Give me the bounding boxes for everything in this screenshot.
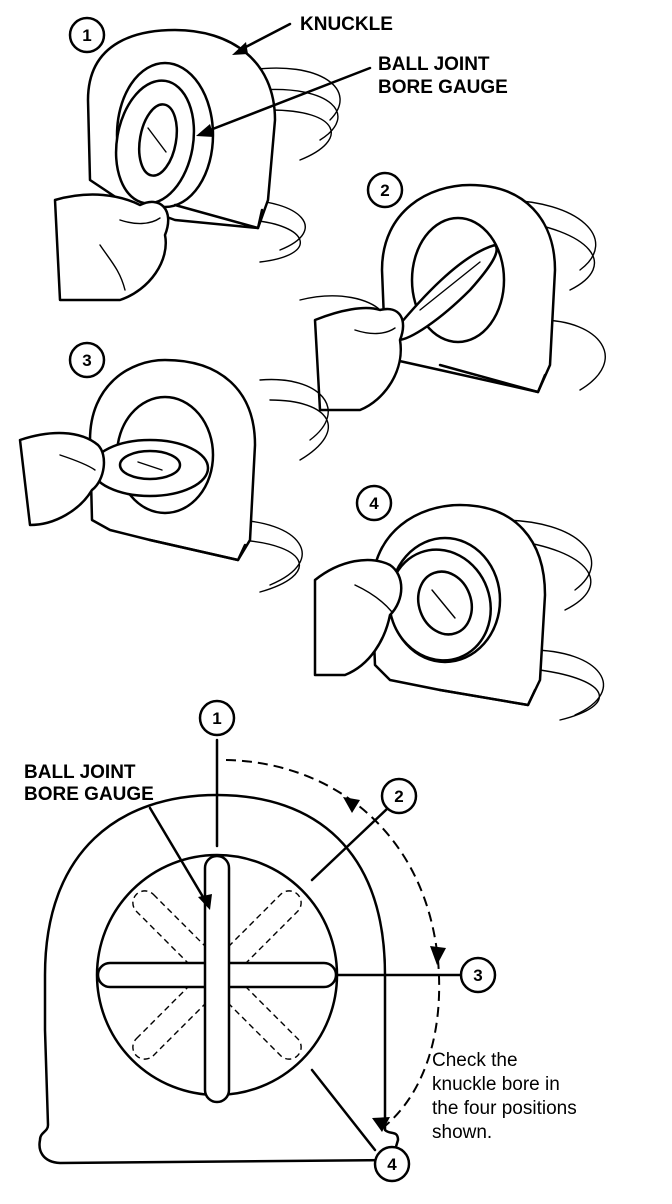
step-4-badge: 4 — [355, 484, 393, 522]
svg-text:4: 4 — [369, 494, 379, 513]
bore-schematic — [38, 738, 462, 1165]
knuckle-label: KNUCKLE — [300, 14, 393, 35]
gauge-label-bottom-line1: BALL JOINT — [24, 762, 136, 783]
gauge-top-leader — [203, 66, 372, 134]
position-4-badge: 4 — [373, 1145, 411, 1183]
svg-text:2: 2 — [380, 181, 389, 200]
svg-text:1: 1 — [82, 26, 91, 45]
svg-text:2: 2 — [394, 787, 403, 806]
svg-text:the four positions: the four positions — [432, 1098, 577, 1119]
svg-text:1: 1 — [212, 709, 221, 728]
svg-text:Check the: Check the — [432, 1050, 518, 1071]
step-2-badge: 2 — [366, 171, 404, 209]
svg-text:shown.: shown. — [432, 1122, 492, 1143]
gauge-vertical — [203, 854, 231, 1104]
step-3-illustration — [18, 358, 330, 593]
gauge-label-top-line2: BORE GAUGE — [378, 77, 508, 98]
svg-text:4: 4 — [387, 1155, 397, 1174]
step-2-illustration — [299, 183, 606, 412]
step-3-badge: 3 — [68, 341, 106, 379]
svg-text:knuckle bore in: knuckle bore in — [432, 1074, 560, 1095]
instruction-note: Check the knuckle bore in the four posit… — [432, 1050, 577, 1143]
step-4-illustration — [313, 503, 605, 721]
step-1-illustration — [53, 28, 341, 302]
position-2-badge: 2 — [380, 777, 418, 815]
gauge-label-top-line1: BALL JOINT — [378, 54, 490, 75]
svg-text:3: 3 — [473, 966, 482, 985]
position-1-badge: 1 — [198, 699, 236, 737]
step-1-badge: 1 — [68, 16, 106, 54]
rotation-arc — [225, 759, 441, 1131]
gauge-label-bottom-line2: BORE GAUGE — [24, 784, 154, 805]
svg-text:3: 3 — [82, 351, 91, 370]
position-3-badge: 3 — [459, 956, 497, 994]
knuckle-leader — [238, 22, 292, 52]
